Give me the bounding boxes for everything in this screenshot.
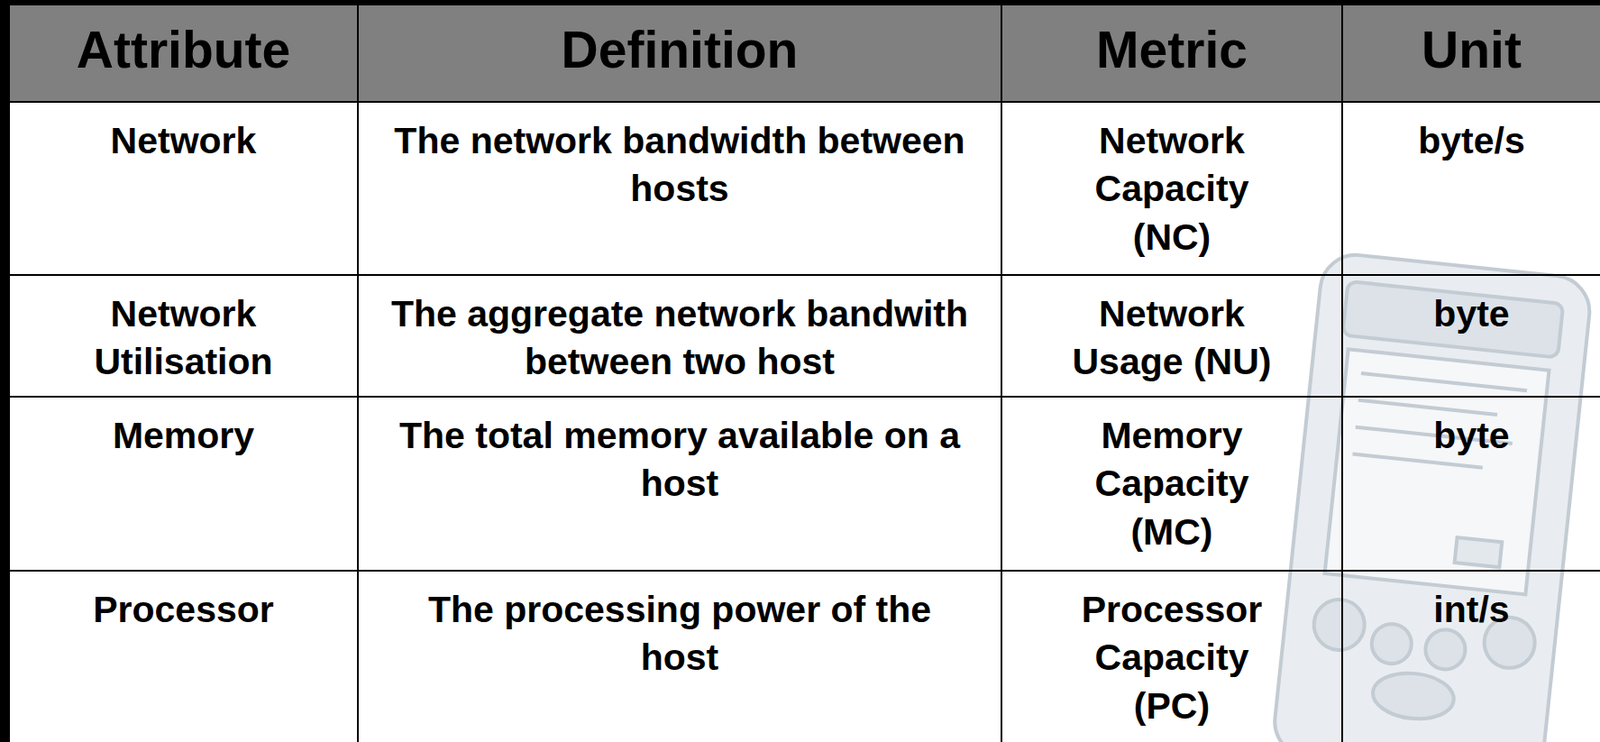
header-cell: Metric: [1002, 0, 1344, 103]
table-cell: byte: [1343, 397, 1600, 572]
table-cell: Processor: [9, 571, 359, 742]
header-cell: Definition: [358, 0, 1003, 103]
header-cell: Unit: [1343, 0, 1600, 103]
table-cell: Memory: [9, 397, 359, 572]
table-border: [0, 0, 1600, 6]
table-cell: The processing power of the host: [358, 571, 1003, 742]
header-cell: Attribute: [9, 0, 359, 103]
table-cell: Processor Capacity (PC): [1002, 571, 1344, 742]
cell-text: Processor: [92, 571, 275, 634]
table-cell: byte/s: [1343, 102, 1600, 276]
table-cell: Network Capacity (NC): [1002, 102, 1344, 276]
cell-text: Memory: [112, 397, 255, 460]
cell-text: Network Capacity (NC): [1059, 102, 1285, 262]
table-cell: Network: [9, 102, 359, 276]
cell-text: byte/s: [1417, 102, 1526, 165]
table-cell: byte: [1343, 275, 1600, 398]
cell-text: The total memory available on a host: [386, 397, 973, 509]
column-header: Attribute: [76, 20, 291, 81]
cell-text: Network Utilisation: [30, 275, 338, 387]
column-header: Definition: [561, 20, 799, 81]
cell-text: Network Usage (NU): [1059, 275, 1285, 387]
cell-text: Memory Capacity (MC): [1059, 397, 1285, 557]
table-cell: Network Utilisation: [9, 275, 359, 398]
table-border: [0, 0, 10, 742]
cell-text: The aggregate network bandwith between t…: [386, 275, 973, 387]
cell-text: Network: [110, 102, 257, 165]
cell-text: byte: [1433, 275, 1509, 339]
table-cell: int/s: [1343, 571, 1600, 742]
table-cell: The aggregate network bandwith between t…: [358, 275, 1003, 398]
cell-text: The network bandwidth between hosts: [386, 102, 973, 214]
column-header: Unit: [1421, 20, 1522, 81]
cell-text: int/s: [1433, 571, 1509, 634]
cell-text: Processor Capacity (PC): [1059, 571, 1285, 731]
cell-text: The processing power of the host: [386, 571, 973, 683]
table-cell: Memory Capacity (MC): [1002, 397, 1344, 572]
table-cell: The total memory available on a host: [358, 397, 1003, 572]
cell-text: byte: [1433, 397, 1509, 460]
table-cell: Network Usage (NU): [1002, 275, 1344, 398]
column-header: Metric: [1096, 20, 1248, 81]
table-cell: The network bandwidth between hosts: [358, 102, 1003, 276]
